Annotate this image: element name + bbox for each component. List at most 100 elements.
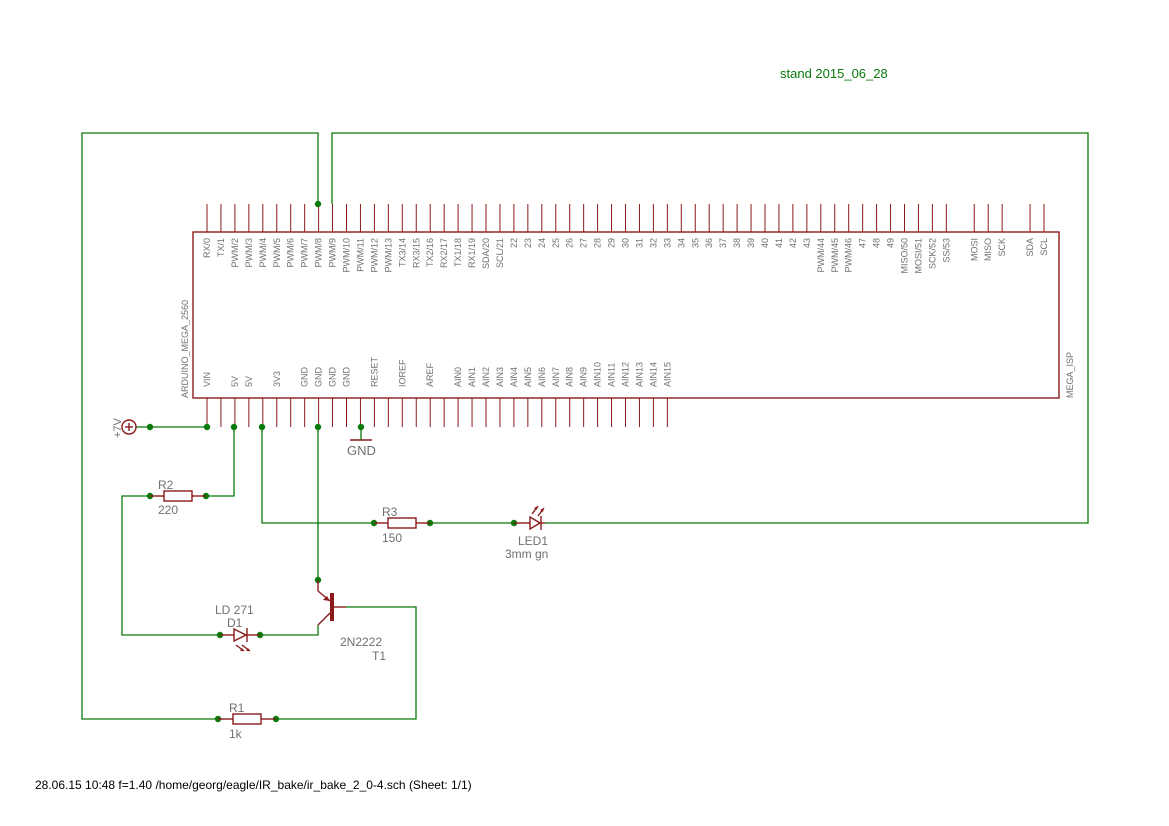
led1-value: 3mm gn — [505, 547, 548, 561]
board-bottom-pin-label: RESET — [369, 356, 379, 387]
board-bottom-pin-label: GND — [300, 367, 310, 388]
supply-label: +7V — [112, 417, 124, 438]
board-top-pin-label: SCK/52 — [927, 238, 937, 269]
board-bottom-pin-label: AIN3 — [495, 367, 505, 387]
t1-value: 2N2222 — [340, 635, 382, 649]
board-top-pin-label: MISO/50 — [900, 238, 910, 274]
footer-info: 28.06.15 10:48 f=1.40 /home/georg/eagle/… — [35, 778, 472, 792]
board-bottom-pin-label: AIN14 — [648, 362, 658, 387]
gnd-symbol: GND — [347, 439, 376, 458]
board-bottom-pin-label: 3V3 — [272, 371, 282, 387]
resistor-r2: R2 220 — [150, 478, 206, 517]
d1-name: D1 — [227, 616, 243, 630]
junction-dot — [230, 423, 238, 431]
wire-pwm8-r1 — [81, 132, 319, 720]
board-top-pin-label: RX2/17 — [439, 238, 449, 268]
resistor-r1: R1 1k — [218, 701, 276, 741]
board-top-pin-label: RX1/19 — [467, 238, 477, 268]
board-top-pin-label: MISO — [983, 238, 993, 261]
board-top-pin-label: PWM/3 — [244, 238, 254, 268]
resistor-r3: R3 150 — [374, 505, 430, 545]
board-top-pin-label: PWM/6 — [286, 238, 296, 268]
wire-5v-r3 — [261, 427, 374, 524]
board-top-pin-label: SCK — [997, 238, 1007, 257]
board-value-label: MEGA_ISP — [1065, 352, 1075, 398]
wire-r2-d1 — [121, 495, 220, 636]
board-bottom-pin-label: AIN8 — [565, 367, 575, 387]
led1-symbol: LED1 3mm gn — [505, 505, 548, 561]
board-top-pin-label: 49 — [886, 238, 896, 248]
board-bottom-pin-label: GND — [314, 367, 324, 388]
board-top-pin-label: 32 — [648, 238, 658, 248]
board-top-pin-label: PWM/46 — [844, 238, 854, 273]
board-top-pin-label: 47 — [858, 238, 868, 248]
board-top-pin-label: SCL/21 — [495, 238, 505, 268]
board-bottom-pin-label: GND — [328, 367, 338, 388]
board-top-pin-label: PWM/5 — [272, 238, 282, 268]
board-top-pin-label: RX3/15 — [411, 238, 421, 268]
board-name-label: ARDUINO_MEGA_2560 — [180, 300, 190, 398]
junction-dot — [258, 423, 266, 431]
led1-name: LED1 — [518, 534, 548, 548]
r3-value: 150 — [382, 531, 402, 545]
gnd-label: GND — [347, 443, 376, 458]
d1-value: LD 271 — [215, 603, 254, 617]
board-top-pin-label: PWM/13 — [383, 238, 393, 273]
board-top-pin-label: PWM/4 — [258, 238, 268, 268]
board-top-pin-label: 22 — [509, 238, 519, 248]
board-top-pin-label: PWM/7 — [300, 238, 310, 268]
board-top-pin-label: TX2/16 — [425, 238, 435, 267]
junction-dot — [146, 423, 154, 431]
wires — [81, 132, 1089, 720]
board-bottom-pin-label: AIN4 — [509, 367, 519, 387]
board-top-pin-label: PWM/10 — [342, 238, 352, 273]
r3-name: R3 — [382, 505, 398, 519]
board-bottom-pin-label: AIN5 — [523, 367, 533, 387]
d1-symbol: LD 271 D1 — [215, 603, 260, 652]
board-top-pin-label: 42 — [788, 238, 798, 248]
board-top-pin-label: 39 — [746, 238, 756, 248]
board-top-pin-label: PWM/12 — [369, 238, 379, 273]
board-top-pin-label: 34 — [676, 238, 686, 248]
board-top-pin-label: 30 — [621, 238, 631, 248]
board-bottom-pin-label: AIN1 — [467, 367, 477, 387]
board-top-pin-label: 23 — [523, 238, 533, 248]
r2-value: 220 — [158, 503, 178, 517]
board-top-pin-label: TX/1 — [216, 238, 226, 257]
board-top-pin-label: PWM/8 — [314, 238, 324, 268]
board-top-pin-label: 29 — [607, 238, 617, 248]
board-top-pin-label: SS/53 — [941, 238, 951, 263]
board-top-pin-label: 33 — [662, 238, 672, 248]
board-bottom-pin-label: GND — [342, 367, 352, 388]
junction-dot — [203, 423, 211, 431]
board-bottom-pin-label: AIN15 — [662, 362, 672, 387]
junctions — [146, 200, 518, 723]
board-top-pin-label: RX/0 — [202, 238, 212, 258]
r2-name: R2 — [158, 478, 174, 492]
t1-transistor: 2N2222 T1 — [317, 580, 386, 663]
board-top-pin-label: 27 — [579, 238, 589, 248]
board-bottom-pin-label: AIN6 — [537, 367, 547, 387]
supply-7v-symbol: +7V — [112, 417, 137, 438]
board-top-pin-label: PWM/9 — [328, 238, 338, 268]
junction-dot — [314, 423, 322, 431]
board-top-pin-label: 26 — [565, 238, 575, 248]
board-bottom-pin-label: AIN12 — [621, 362, 631, 387]
board-top-pin-label: 24 — [537, 238, 547, 248]
board-top-pin-label: 40 — [760, 238, 770, 248]
stand-note: stand 2015_06_28 — [780, 66, 888, 81]
board-top-pin-label: 43 — [802, 238, 812, 248]
board-top-pin-label: SCL — [1039, 238, 1049, 256]
board-bottom-pin-label: AIN0 — [453, 367, 463, 387]
board-bottom-pin-label: AIN13 — [634, 362, 644, 387]
wire-d1-t1 — [260, 625, 319, 636]
board-top-pin-label: 37 — [718, 238, 728, 248]
junction-dot — [314, 200, 322, 208]
board-top-pin-label: MOSI/51 — [913, 238, 923, 274]
board-top-pin-label: 48 — [872, 238, 882, 248]
t1-name: T1 — [372, 649, 386, 663]
board-top-pin-label: 25 — [551, 238, 561, 248]
